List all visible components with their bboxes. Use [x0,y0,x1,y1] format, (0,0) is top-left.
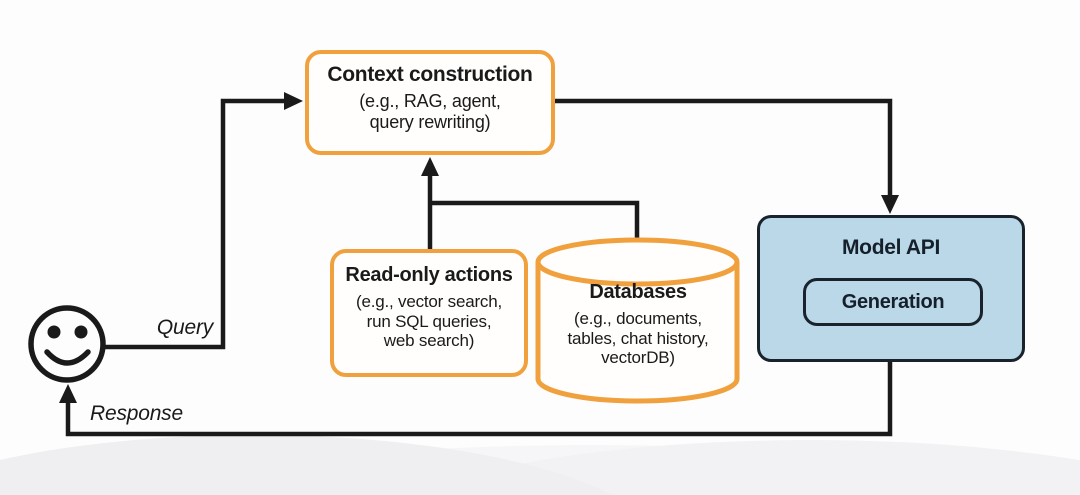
query-arrow-line [104,98,285,350]
smiley-face-outline [28,305,106,383]
read-only-actions-subtitle: (e.g., vector search, run SQL queries, w… [355,292,503,351]
databases-cylinder-body [535,262,740,404]
readonly-to-context-arrowhead-icon [421,157,439,176]
read-only-actions-box: Read-only actions (e.g., vector search, … [330,249,528,377]
databases-branch-line [430,200,640,252]
context-to-model-line [555,98,893,196]
context-to-model-arrowhead-icon [881,195,899,214]
read-only-actions-title: Read-only actions [345,264,513,286]
model-api-box: Model API Generation [757,215,1025,362]
query-label: Query [156,316,214,339]
databases-cylinder [535,237,740,404]
generation-box: Generation [803,278,983,326]
context-construction-box: Context construction (e.g., RAG, agent, … [305,50,555,155]
databases-title: Databases [589,281,687,303]
smiley-right-eye [74,325,88,339]
databases-label-block: Databases (e.g., documents, tables, chat… [538,281,738,368]
databases-cylinder-top [535,237,740,287]
user-smiley-icon [28,305,106,383]
smiley-left-eye [47,325,61,339]
context-construction-title: Context construction [327,63,533,86]
query-arrowhead-icon [284,92,303,110]
response-arrowhead-icon [59,384,77,403]
response-arrow-line [65,361,893,437]
context-construction-subtitle: (e.g., RAG, agent, query rewriting) [359,91,501,132]
model-api-title: Model API [841,236,941,259]
databases-subtitle: (e.g., documents, tables, chat history, … [567,309,709,368]
smiley-mouth [44,349,91,366]
response-label: Response [90,402,183,425]
